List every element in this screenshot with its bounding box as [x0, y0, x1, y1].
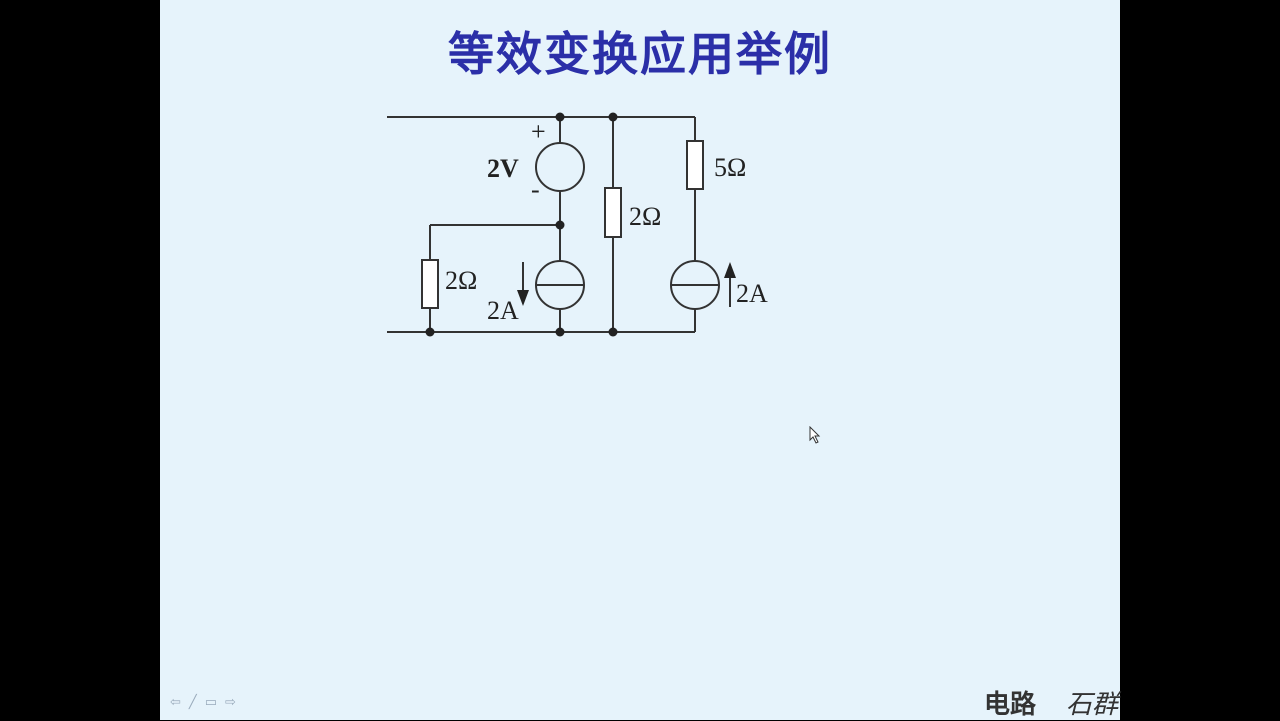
mouse-cursor-icon — [809, 426, 821, 444]
left-current-source — [535, 260, 585, 310]
right-resistor — [686, 140, 704, 190]
pen-icon[interactable]: ╱ — [188, 695, 205, 710]
down-arrow-icon — [517, 262, 529, 306]
course-name: 电路 — [983, 690, 1036, 720]
minus-sign: - — [531, 175, 540, 204]
junction-nodes — [425, 112, 618, 337]
footer: 电路石群 — [984, 684, 1118, 721]
up-arrow-icon — [724, 262, 736, 307]
left-current-label: 2A — [487, 296, 519, 325]
middle-resistor — [604, 187, 622, 238]
slide-title: 等效变换应用举例 — [448, 27, 832, 81]
slide-nav: ⇦╱▭⇨ — [170, 695, 244, 710]
prev-icon[interactable]: ⇦ — [170, 695, 189, 710]
right-resistor-label: 5Ω — [714, 153, 746, 182]
plus-sign: + — [531, 117, 546, 146]
left-resistor — [421, 259, 439, 309]
left-resistor-label: 2Ω — [445, 266, 477, 295]
next-icon[interactable]: ⇨ — [225, 695, 244, 710]
right-current-label: 2A — [736, 279, 768, 308]
author-name: 石群 — [1065, 690, 1118, 720]
menu-icon[interactable]: ▭ — [204, 695, 226, 710]
middle-resistor-label: 2Ω — [629, 202, 661, 231]
voltage-source — [535, 142, 585, 192]
voltage-label: 2V — [487, 154, 519, 183]
right-current-source — [670, 260, 720, 310]
slide — [160, 0, 1120, 720]
